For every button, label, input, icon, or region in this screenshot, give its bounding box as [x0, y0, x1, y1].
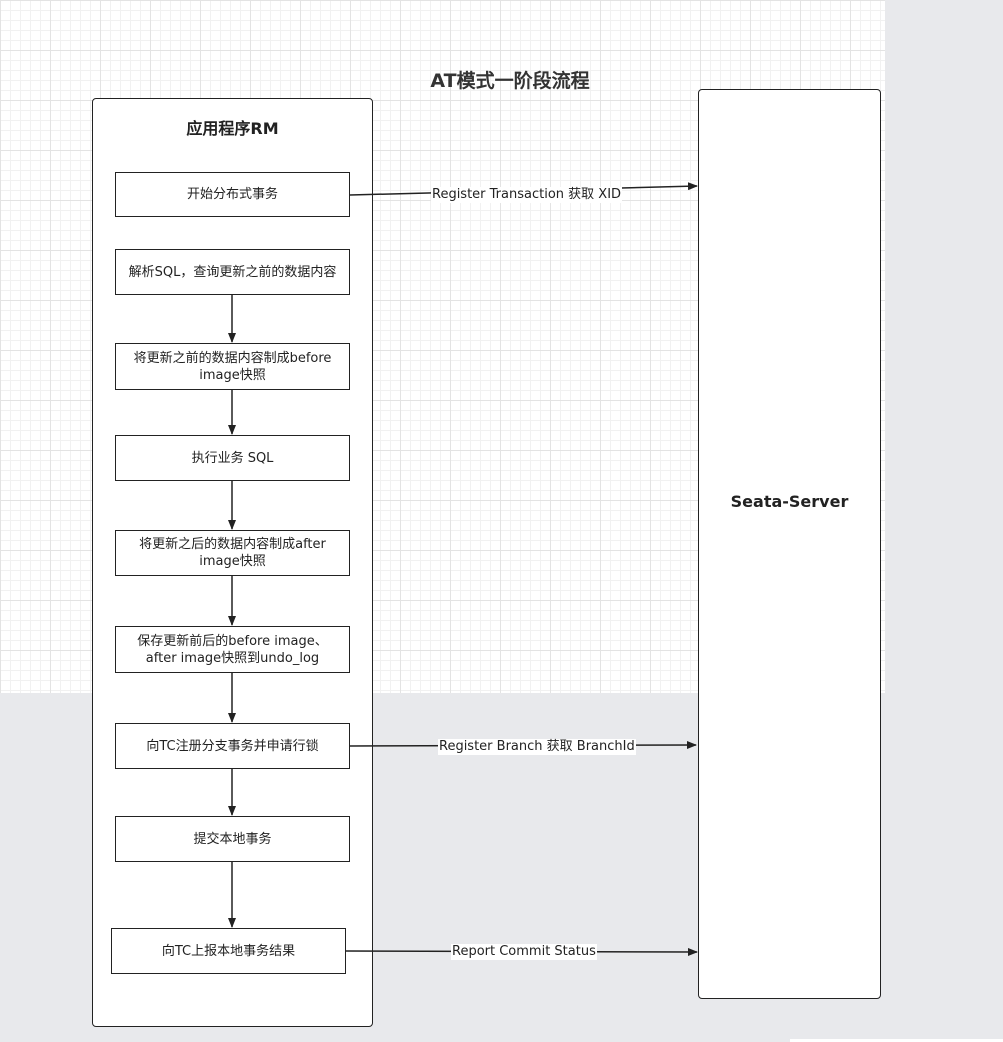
- message-register-branch: Register Branch 获取 BranchId: [438, 739, 636, 755]
- canvas-edge-strip: [790, 1039, 1003, 1042]
- message-register-transaction: Register Transaction 获取 XID: [431, 187, 623, 203]
- step-save-undo-log[interactable]: 保存更新前后的before image、 after image快照到undo_…: [115, 626, 350, 673]
- diagram-title: AT模式一阶段流程: [430, 70, 590, 92]
- step-report-local-result[interactable]: 向TC上报本地事务结果: [111, 928, 346, 974]
- step-parse-sql-query-before[interactable]: 解析SQL，查询更新之前的数据内容: [115, 249, 350, 295]
- seata-server-container[interactable]: Seata-Server: [698, 89, 881, 999]
- seata-server-title: Seata-Server: [730, 492, 849, 511]
- step-register-branch-lock[interactable]: 向TC注册分支事务并申请行锁: [115, 723, 350, 769]
- step-start-global-transaction[interactable]: 开始分布式事务: [115, 172, 350, 217]
- step-execute-business-sql[interactable]: 执行业务 SQL: [115, 435, 350, 481]
- message-report-commit-status: Report Commit Status: [451, 944, 597, 960]
- step-make-before-image[interactable]: 将更新之前的数据内容制成before image快照: [115, 343, 350, 390]
- step-make-after-image[interactable]: 将更新之后的数据内容制成after image快照: [115, 530, 350, 576]
- rm-title: 应用程序RM: [186, 119, 279, 138]
- step-commit-local-transaction[interactable]: 提交本地事务: [115, 816, 350, 862]
